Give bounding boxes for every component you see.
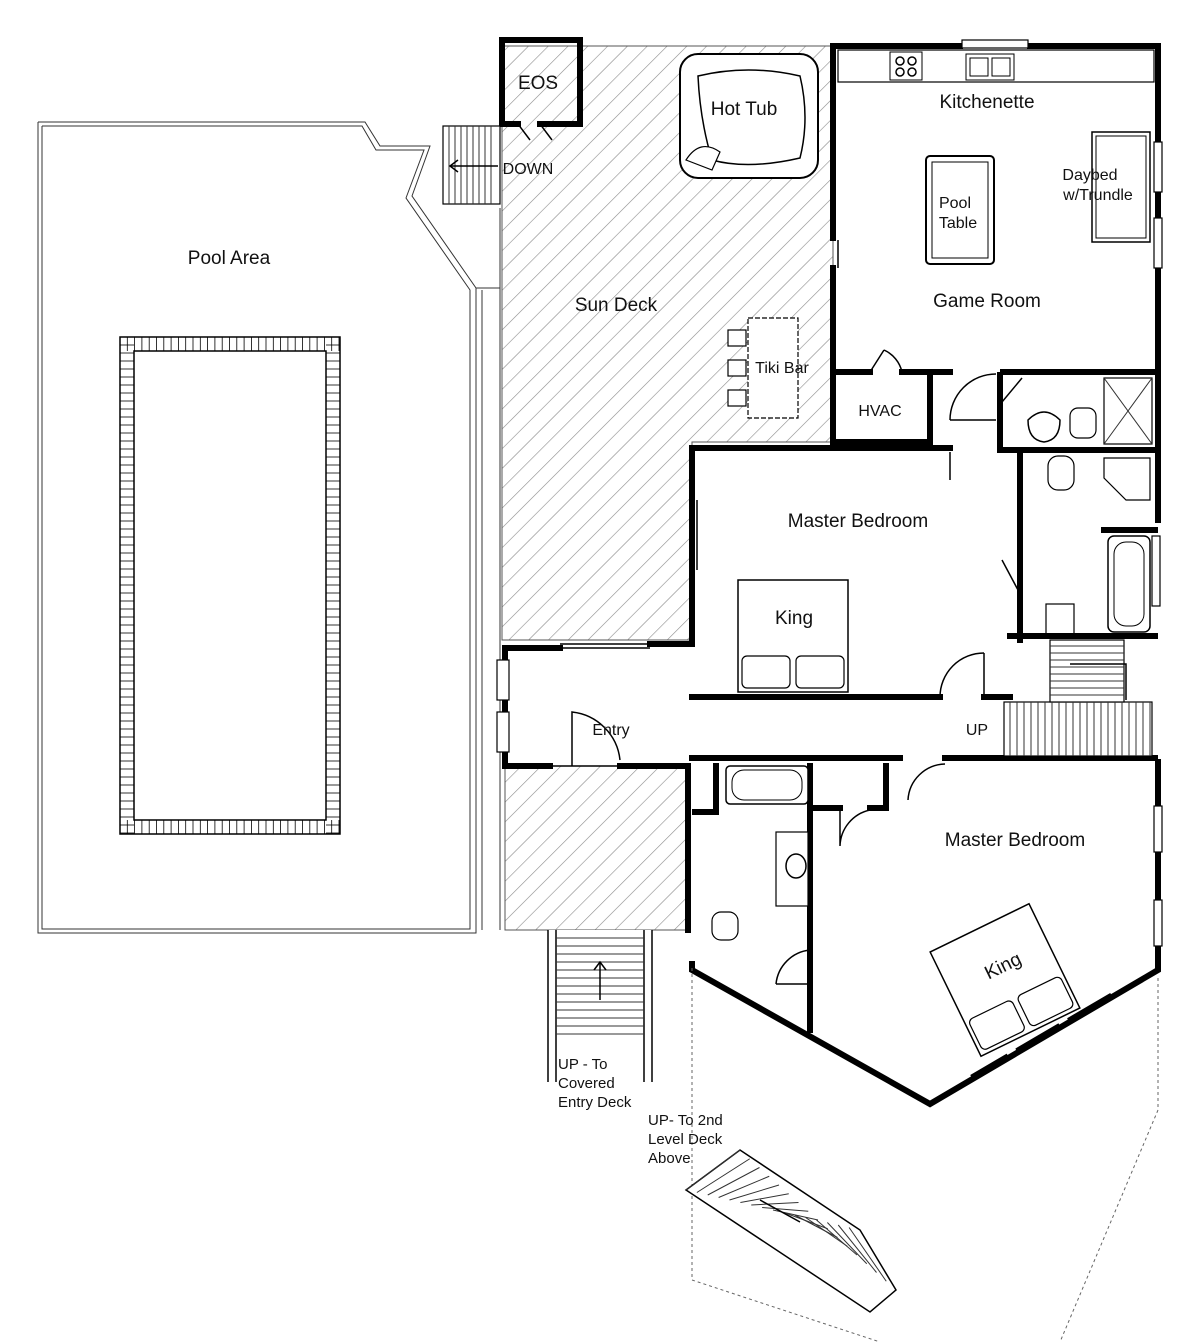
master-bedroom-upper-walls (689, 445, 1013, 700)
daybed-label-2: w/Trundle (1062, 187, 1133, 204)
up-stairs-label: UP (966, 722, 988, 739)
pool-table-label-2: Table (939, 215, 977, 232)
pool-table-label-1: Pool (939, 195, 971, 212)
bath-lower (711, 765, 809, 941)
up-2nd-label-1: UP- To 2nd (648, 1112, 723, 1129)
master-bedroom-lower-walls (685, 759, 1163, 1108)
king-bed-lower (929, 902, 1081, 1058)
covered-entry-stairs (547, 930, 653, 1082)
entry-deck-area (504, 765, 689, 931)
daybed (1091, 131, 1151, 243)
hot-tub (679, 53, 819, 179)
second-level-deck-outline (691, 968, 1159, 1342)
pool-area (37, 121, 501, 934)
eos-room (499, 37, 583, 141)
king-upper-label: King (775, 608, 813, 629)
pool-table (925, 155, 995, 265)
up-stairs (1003, 639, 1153, 757)
up-2nd-label-3: Above (648, 1150, 691, 1167)
king-bed-upper (737, 579, 849, 693)
entry-label: Entry (592, 722, 629, 739)
up-covered-label-2: Covered (558, 1075, 615, 1092)
down-stairs (442, 125, 501, 205)
second-level-stairs (684, 1149, 897, 1313)
tiki-bar-label: Tiki Bar (755, 360, 809, 377)
tiki-bar (727, 317, 799, 419)
sun-deck-label: Sun Deck (575, 295, 658, 316)
up-covered-label-3: Entry Deck (558, 1094, 632, 1111)
kitchenette-counter (837, 39, 1155, 83)
game-room-label: Game Room (933, 291, 1041, 312)
game-room-windows (837, 141, 1163, 269)
bath-upper (997, 372, 1153, 643)
master-bedroom-lower-label: Master Bedroom (945, 830, 1085, 851)
pool-area-label: Pool Area (188, 248, 271, 269)
entry-walls (496, 641, 1158, 769)
up-covered-label-1: UP - To (558, 1056, 607, 1073)
eos-label: EOS (518, 73, 558, 94)
daybed-label-1: Daybed (1062, 167, 1117, 184)
hot-tub-label: Hot Tub (711, 99, 778, 120)
kitchenette-label: Kitchenette (939, 92, 1034, 113)
swimming-pool (119, 336, 341, 835)
game-room-walls (830, 43, 1161, 523)
bath-tub-right (1001, 527, 1161, 639)
up-2nd-label-2: Level Deck (648, 1131, 723, 1148)
master-bedroom-upper-label: Master Bedroom (788, 511, 928, 532)
hvac-door (869, 349, 997, 421)
hvac-label: HVAC (858, 403, 901, 420)
down-label: DOWN (503, 161, 554, 178)
